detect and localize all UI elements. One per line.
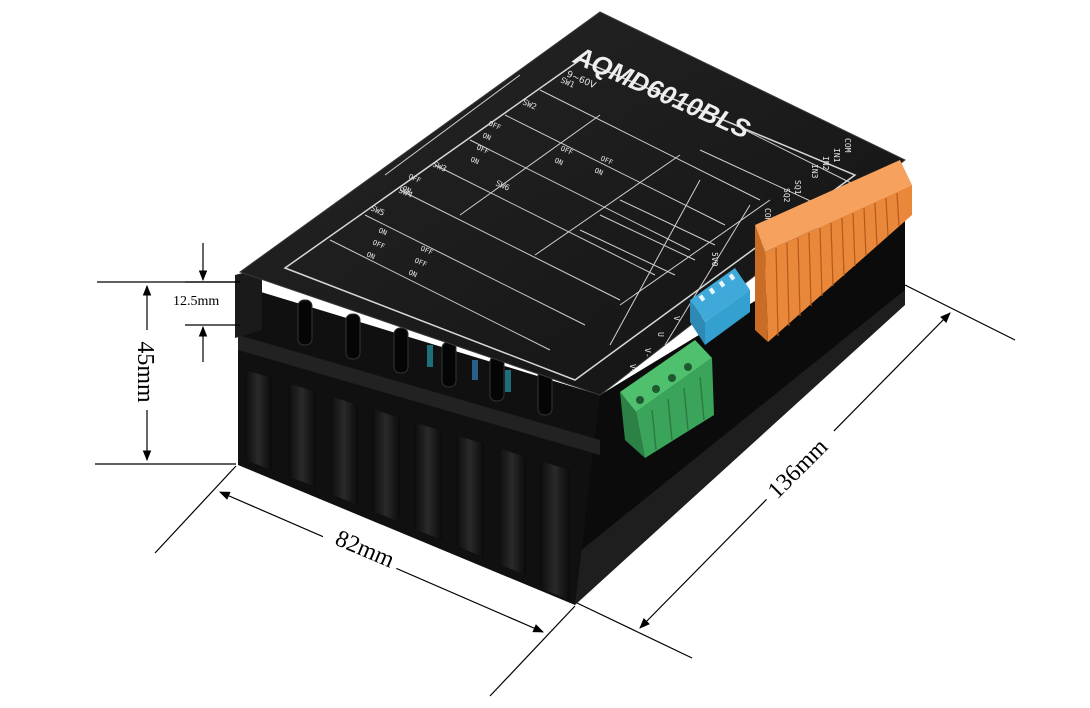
dimension-annotations [95, 243, 1016, 697]
vent-slots [297, 299, 553, 416]
svg-text:SQ2: SQ2 [782, 188, 791, 203]
svg-text:IN2: IN2 [821, 156, 830, 171]
svg-text:V: V [672, 316, 681, 321]
printed-frame [283, 59, 857, 381]
svg-text:V+: V+ [628, 364, 637, 374]
length-extension-bottom [576, 602, 693, 659]
width-extension-left [154, 465, 237, 554]
svg-text:COM: COM [843, 138, 852, 153]
svg-text:5V0: 5V0 [710, 252, 719, 267]
svg-text:IN3: IN3 [810, 164, 819, 179]
svg-text:V-: V- [643, 348, 652, 358]
svg-text:ON: ON [407, 269, 418, 280]
svg-text:ON: ON [365, 251, 376, 262]
svg-text:ON: ON [553, 157, 564, 168]
printed-tables [329, 74, 856, 351]
svg-text:ON: ON [469, 156, 480, 167]
svg-text:ON: ON [481, 132, 492, 143]
top-panel [238, 11, 906, 396]
label-backing-height [132, 330, 162, 410]
width-extension-right [489, 605, 576, 697]
svg-text:COM: COM [763, 208, 772, 223]
mid-flange [238, 335, 600, 455]
pcb-components [427, 345, 511, 392]
driver-device: AQMD6010BLS 9~60V SW1 SW2 SW3 SW4 SW5 SW… [235, 11, 912, 605]
length-extension-top [904, 284, 1016, 341]
svg-text:U: U [656, 332, 665, 337]
length-label-group: 136mm [755, 420, 845, 510]
length-label: 136mm [763, 434, 833, 504]
svg-text:ON: ON [377, 227, 388, 238]
svg-text:SQ1: SQ1 [793, 180, 802, 195]
label-backing-gap [170, 291, 232, 309]
svg-text:IN1: IN1 [832, 148, 841, 163]
gap-label: 12.5mm [173, 294, 219, 309]
side-flange [235, 268, 262, 338]
svg-text:ON: ON [401, 185, 412, 196]
svg-text:ON: ON [593, 167, 604, 178]
height-label: 45mm [132, 341, 158, 403]
